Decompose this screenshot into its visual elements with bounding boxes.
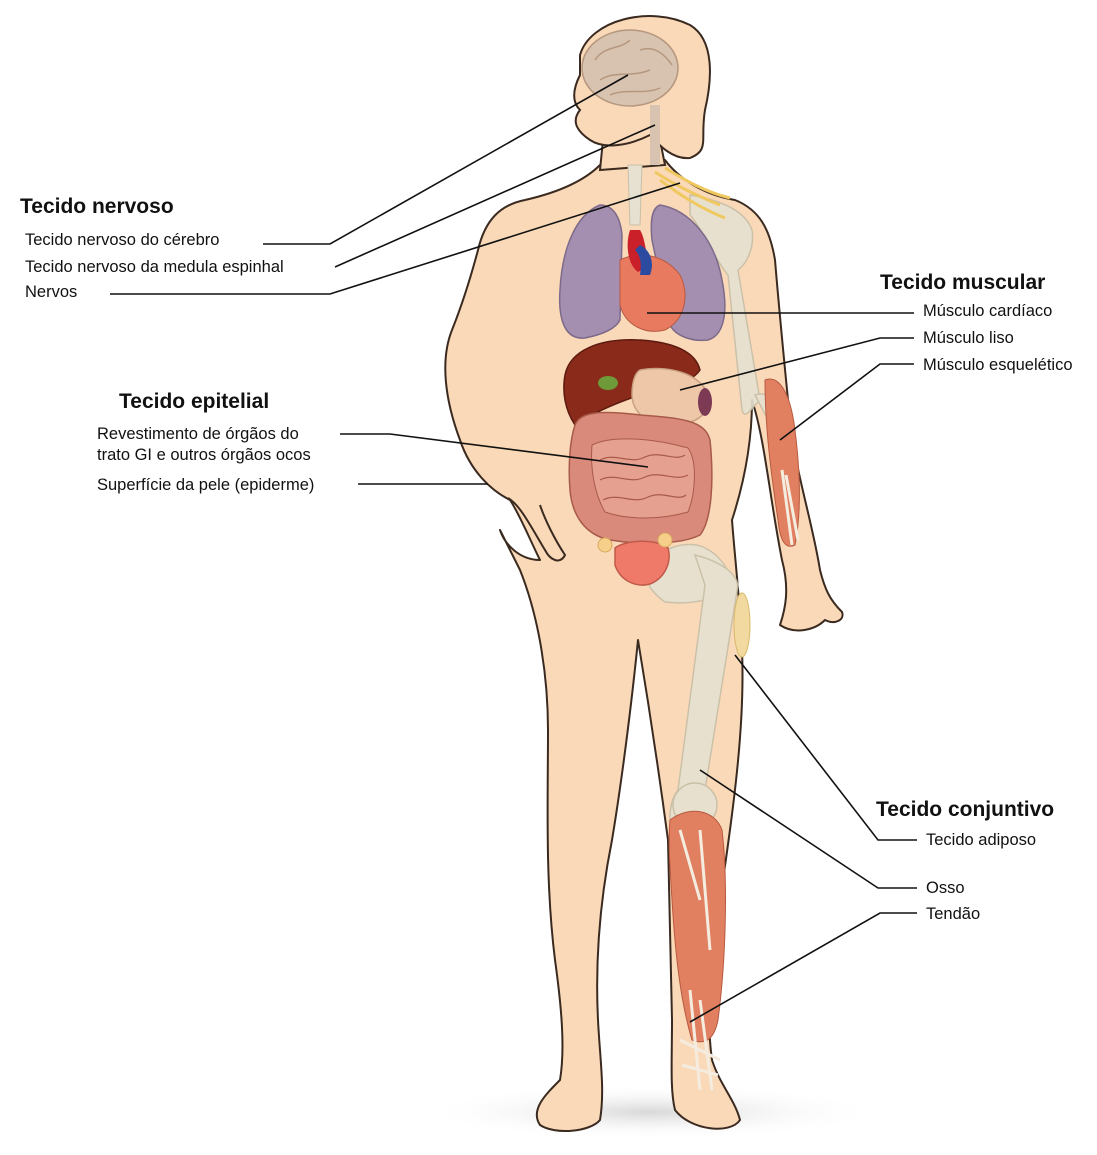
uterus bbox=[614, 540, 670, 586]
tendon-label: Tendão bbox=[926, 905, 981, 923]
gallbladder bbox=[598, 376, 618, 390]
brain bbox=[581, 29, 679, 107]
spinal-cord bbox=[650, 105, 660, 165]
trachea bbox=[627, 164, 643, 226]
epidermis-label: Superfície da pele (epiderme) bbox=[97, 476, 315, 494]
floor-shadow bbox=[420, 1084, 880, 1140]
lower-leg-muscle bbox=[668, 810, 726, 1043]
adipose-tissue bbox=[733, 592, 751, 658]
epithelial-tissue-title: Tecido epitelial bbox=[119, 390, 270, 413]
neck-nerves bbox=[654, 166, 731, 220]
brain-nervous-tissue-label: Tecido nervoso do cérebro bbox=[25, 231, 220, 249]
spinal-cord-nervous-tissue-label: Tecido nervoso da medula espinhal bbox=[25, 258, 284, 276]
leader-skeletal-muscle bbox=[779, 363, 914, 441]
cardiac-muscle-label: Músculo cardíaco bbox=[923, 302, 1053, 320]
smooth-muscle-label: Músculo liso bbox=[923, 329, 1014, 347]
forearm-tendon bbox=[780, 469, 800, 546]
leader-spinal-cord bbox=[334, 124, 656, 268]
brain-folds bbox=[594, 39, 673, 96]
right-ovary bbox=[657, 532, 673, 548]
leader-bone bbox=[699, 769, 917, 889]
gi-lining-label-line2: trato GI e outros órgãos ocos bbox=[97, 446, 311, 464]
vena-cava bbox=[635, 245, 652, 275]
leg-tendons bbox=[678, 829, 721, 1091]
adipose-tissue-label: Tecido adiposo bbox=[926, 831, 1037, 849]
nerves-label: Nervos bbox=[25, 283, 78, 301]
gi-lining-label-line1: Revestimento de órgãos do bbox=[97, 425, 299, 443]
bone-label: Osso bbox=[926, 879, 965, 897]
muscle-tissue-title: Tecido muscular bbox=[880, 271, 1046, 294]
leader-adipose bbox=[734, 654, 917, 841]
spleen bbox=[698, 388, 712, 416]
heart bbox=[619, 254, 686, 332]
left-hand-outline bbox=[507, 497, 567, 562]
intestine-loops bbox=[599, 454, 689, 501]
leader-brain bbox=[263, 74, 629, 245]
connective-tissue-title: Tecido conjuntivo bbox=[876, 798, 1055, 821]
leader-nerves bbox=[110, 182, 681, 295]
left-lung bbox=[558, 204, 623, 339]
leader-gi-lining bbox=[340, 433, 649, 468]
leader-tendon bbox=[689, 912, 917, 1023]
leader-smooth-muscle bbox=[679, 337, 914, 391]
nervous-tissue-title: Tecido nervoso bbox=[20, 195, 174, 218]
leader-lines bbox=[110, 74, 917, 1023]
left-ovary bbox=[597, 537, 613, 553]
skeletal-muscle-label: Músculo esquelético bbox=[923, 356, 1073, 374]
